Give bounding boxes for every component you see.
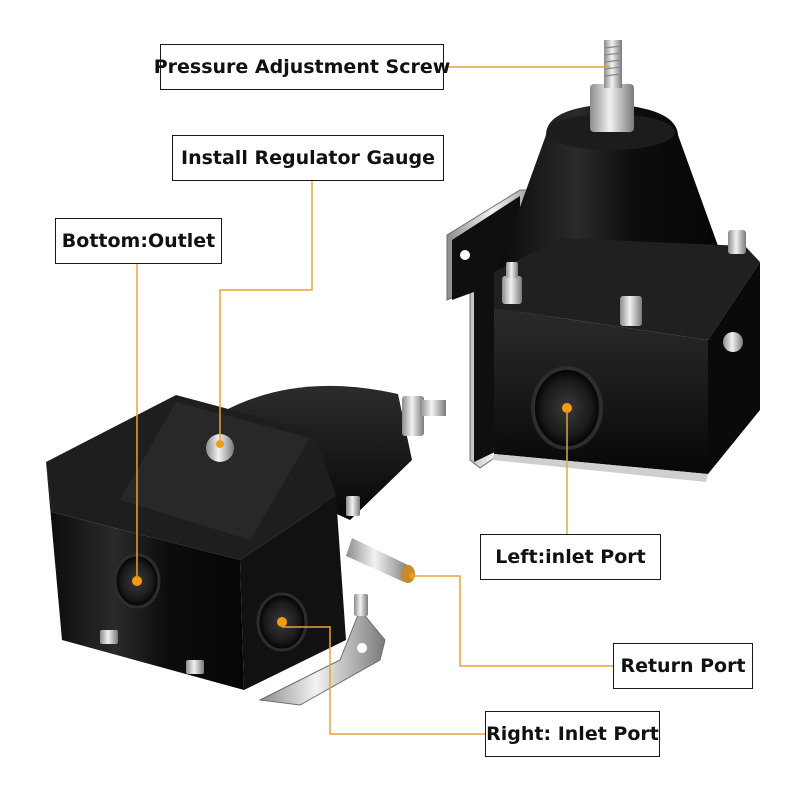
- leader-return-port: [414, 575, 613, 667]
- install-gauge-marker: [216, 440, 224, 448]
- install-regulator-gauge-label: Install Regulator Gauge: [172, 135, 444, 181]
- return-port-marker: [409, 573, 415, 579]
- bottom-outlet-marker: [132, 576, 142, 586]
- right-inlet-marker: [277, 617, 287, 627]
- left-block-bolts: [100, 496, 368, 674]
- left-adjustment-screw: [420, 400, 446, 416]
- right-block-side: [708, 262, 760, 474]
- return-port-fitting: [346, 538, 410, 582]
- right-regulator: [446, 40, 760, 482]
- right-dome: [498, 104, 726, 268]
- left-regulator: [46, 385, 446, 706]
- left-mount-bracket: [258, 609, 386, 706]
- left-lock-nut: [402, 396, 424, 436]
- right-side-plug: [723, 332, 743, 352]
- right-bracket-hole: [460, 250, 470, 260]
- leader-lines: [136, 66, 613, 735]
- leader-right-inlet: [282, 626, 485, 735]
- return-port-label: Return Port: [613, 643, 753, 689]
- right-lock-nut: [590, 84, 634, 132]
- right-inlet-port-label: Right: Inlet Port: [485, 711, 660, 757]
- bottom-outlet-label: Bottom:Outlet: [55, 218, 222, 264]
- right-top-bolts: [502, 230, 746, 326]
- right-block-top: [494, 238, 760, 340]
- left-inlet-marker: [562, 403, 572, 413]
- left-inlet-port-label: Left:inlet Port: [480, 534, 661, 580]
- pressure-adjustment-screw-label: Pressure Adjustment Screw: [154, 44, 450, 90]
- leader-install-gauge: [219, 181, 313, 440]
